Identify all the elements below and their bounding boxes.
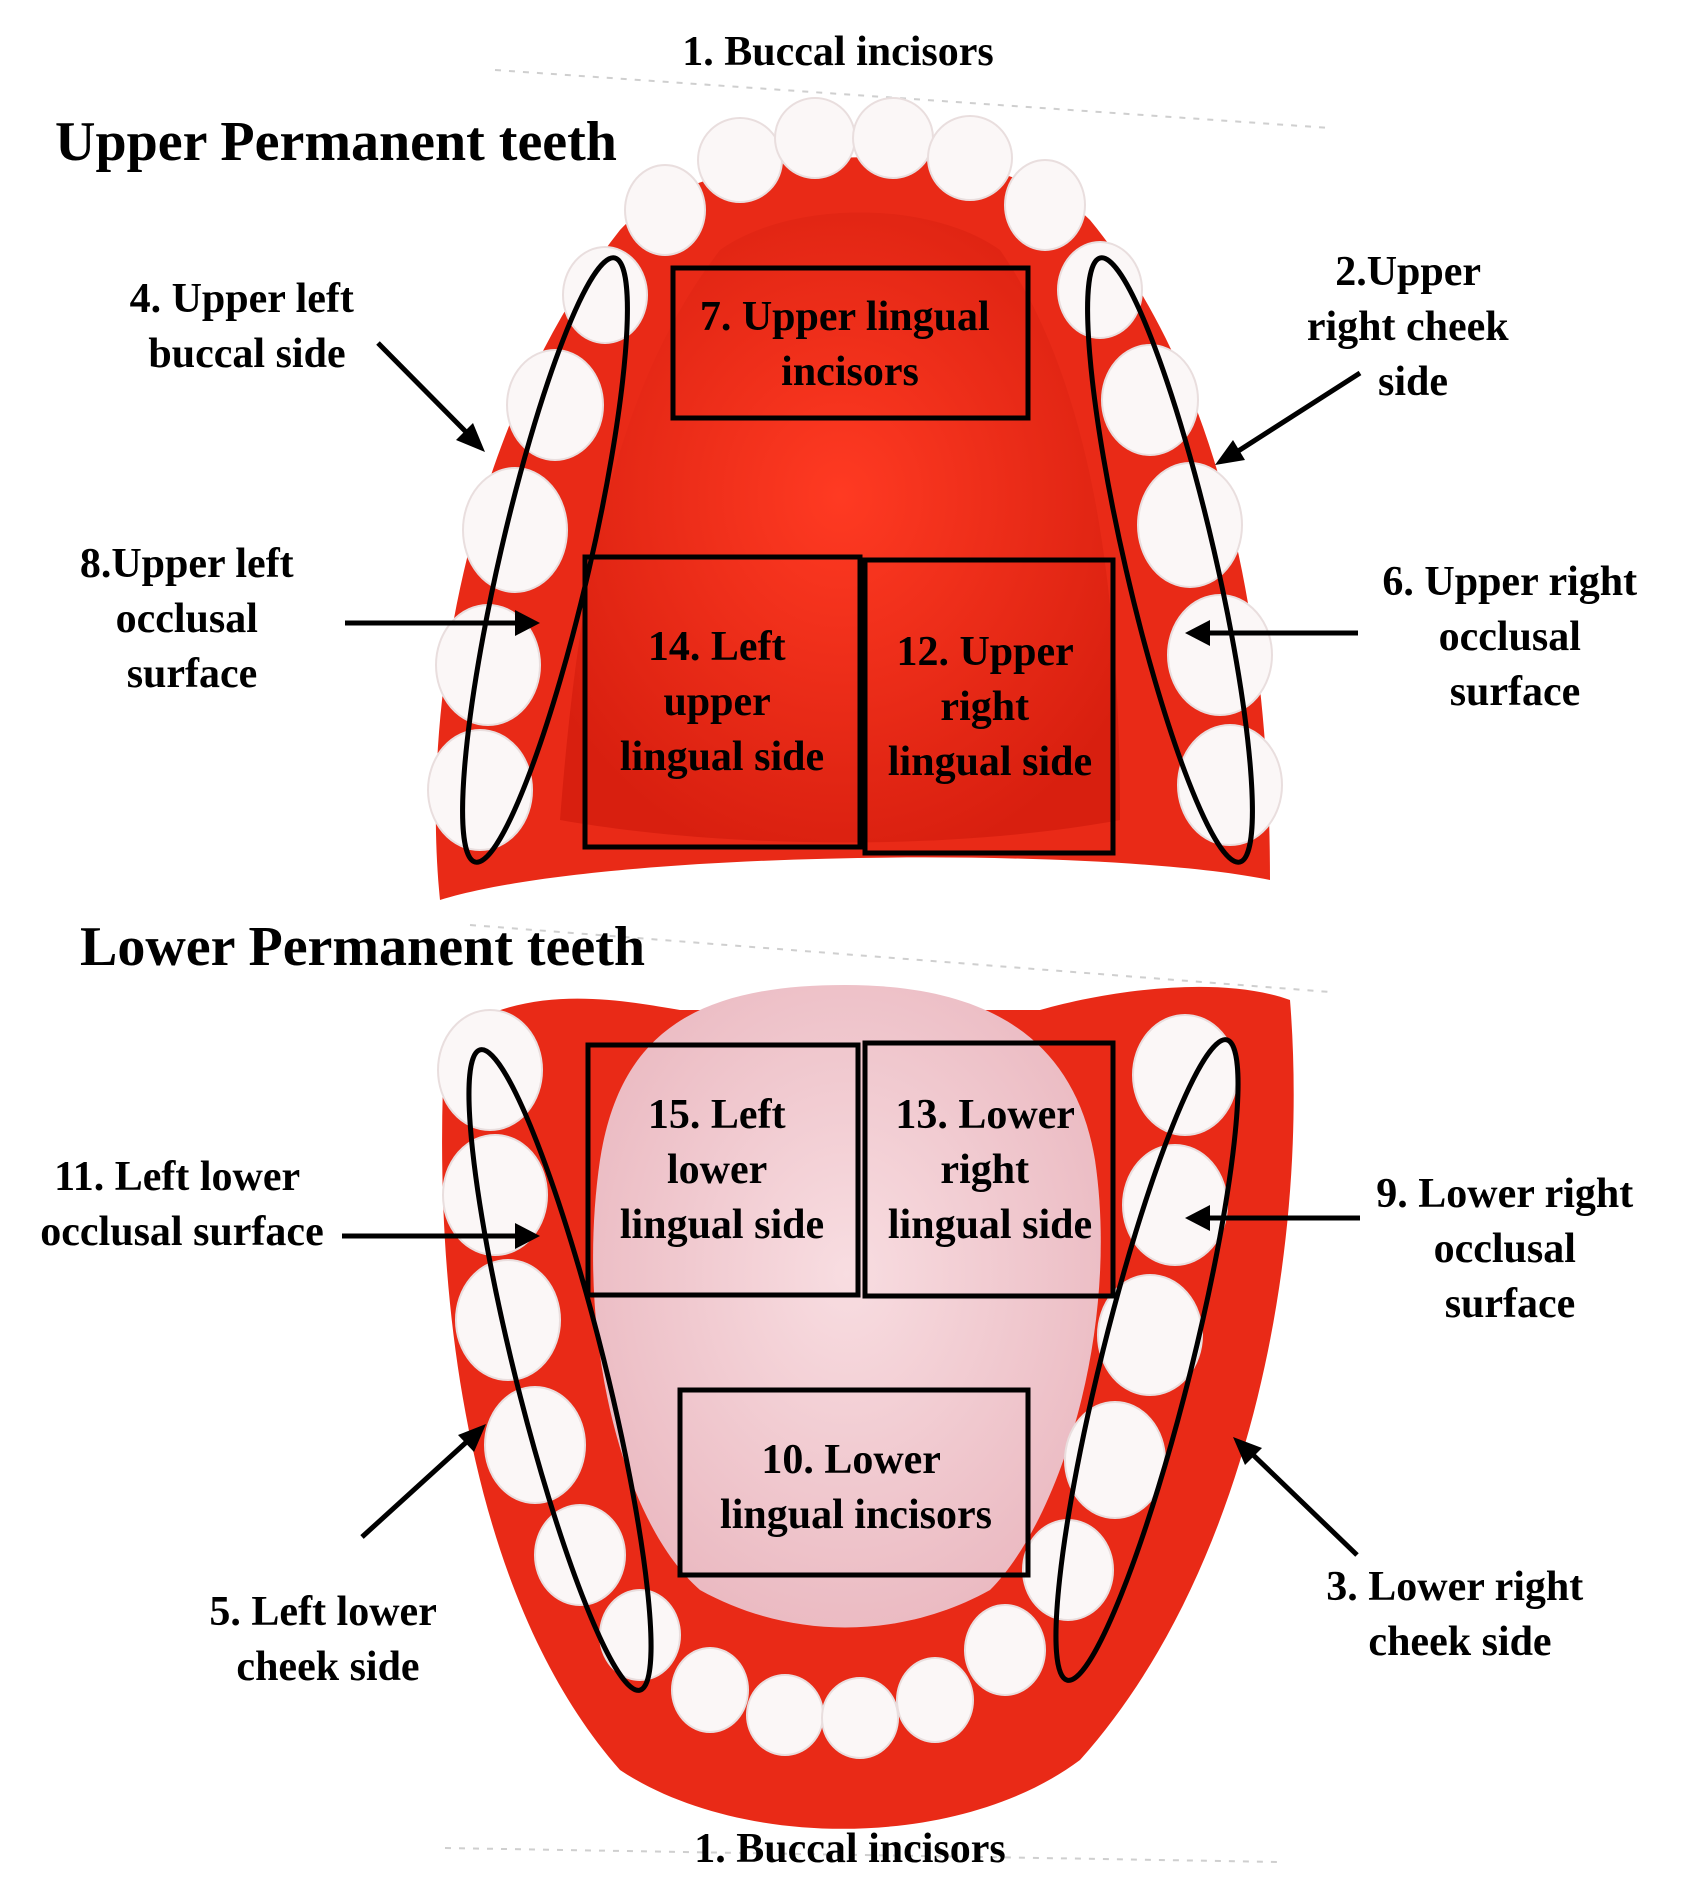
label-upper-right-occlusal: 6. Upper right occlusal surface (1382, 559, 1647, 715)
lower-tooth-8 (746, 1674, 824, 1756)
oval-lower-right-occlusal (1053, 1037, 1241, 1683)
upper-tooth-11 (1004, 159, 1086, 251)
lower-title: Lower Permanent teeth (80, 916, 645, 978)
label-lower-right-occlusal: 9. Lower right occlusal surface (1376, 1171, 1644, 1327)
upper-teeth (427, 97, 1283, 851)
lower-tooth-14 (1097, 1274, 1203, 1396)
lower-teeth (437, 1009, 1238, 1759)
arrowhead-lower-right-occlusal (1185, 1205, 1210, 1231)
arrowhead-upper-right-occlusal (1185, 620, 1210, 646)
upper-title: Upper Permanent teeth (55, 111, 617, 173)
label-lower-right-cheek: 3. Lower right cheek side (1326, 1564, 1594, 1665)
box-lower-right-lingual (862, 1040, 1116, 1299)
label-left-lower-lingual: 15. Left lower lingual side (620, 1092, 824, 1248)
arrowhead-left-lower-cheek (458, 1424, 486, 1452)
arrowhead-lower-right-cheek (1233, 1437, 1262, 1465)
upper-tooth-8 (774, 97, 856, 179)
upper-tooth-7 (697, 117, 783, 203)
box-upper-lingual-incisors (670, 265, 1031, 421)
label-bottom-buccal-incisors: 1. Buccal incisors (694, 1826, 1006, 1872)
arrow-upper-left-buccal (376, 341, 474, 440)
arrow-left-lower-cheek (360, 1435, 474, 1539)
arrow-lower-right-cheek (1246, 1448, 1359, 1557)
upper-tooth-12 (1057, 241, 1143, 339)
upper-palate (560, 212, 1120, 843)
box-left-lower-lingual (585, 1042, 861, 1298)
lower-tooth-12 (1022, 1519, 1114, 1621)
upper-tooth-10 (927, 115, 1013, 201)
upper-tooth-1 (427, 729, 533, 851)
oval-lower-left-occlusal (466, 1047, 654, 1693)
label-lower-right-lingual: 13. Lower right lingual side (888, 1092, 1092, 1248)
arrowhead-upper-left-occlusal (515, 610, 540, 636)
upper-tooth-13 (1101, 344, 1199, 456)
label-lower-lingual-incisors: 10. Lower lingual incisors (720, 1437, 992, 1538)
lower-tooth-16 (1132, 1014, 1238, 1136)
label-left-lower-cheek: 5. Left lower cheek side (209, 1589, 446, 1690)
lower-tooth-11 (964, 1604, 1046, 1696)
lower-tooth-10 (896, 1657, 974, 1743)
arrowhead-left-lower-occlusal (515, 1223, 540, 1249)
label-upper-right-cheek: 2.Upper right cheek side (1307, 249, 1519, 405)
arrowhead-upper-left-buccal (456, 423, 485, 452)
upper-tooth-3 (462, 467, 568, 593)
label-upper-lingual-incisors: 7. Upper lingual incisors (700, 294, 1000, 395)
oval-upper-right-occlusal (1085, 255, 1255, 865)
box-upper-right-lingual (862, 557, 1116, 856)
lower-tooth-2 (442, 1134, 548, 1256)
label-left-upper-lingual: 14. Left upper lingual side (620, 624, 824, 780)
arrowhead-upper-right-cheek (1215, 440, 1245, 465)
lower-tooth-7 (671, 1647, 749, 1733)
lower-tooth-15 (1122, 1144, 1228, 1266)
box-left-upper-lingual (582, 554, 863, 850)
label-left-lower-occlusal: 11. Left lower occlusal surface (40, 1154, 323, 1255)
label-upper-right-lingual: 12. Upper right lingual side (888, 629, 1092, 785)
oval-upper-left-occlusal (460, 255, 630, 865)
upper-tooth-16 (1177, 724, 1283, 846)
tongue (593, 985, 1101, 1628)
upper-jaw-model (427, 97, 1283, 900)
lower-jaw-model (437, 985, 1294, 1829)
label-top-buccal-incisors: 1. Buccal incisors (682, 29, 994, 75)
label-upper-left-buccal: 4. Upper left buccal side (130, 276, 365, 377)
lower-tooth-3 (455, 1259, 561, 1381)
label-upper-left-occlusal: 8.Upper left occlusal surface (80, 541, 304, 697)
lower-tooth-1 (437, 1009, 543, 1131)
arrow-upper-right-cheek (1230, 370, 1362, 458)
box-lower-lingual-incisors (677, 1387, 1031, 1578)
lower-tooth-9 (821, 1677, 899, 1759)
upper-tooth-15 (1167, 594, 1273, 716)
upper-tooth-14 (1137, 462, 1243, 588)
upper-tooth-6 (624, 164, 706, 256)
guide-line-middle (469, 924, 1331, 993)
upper-tooth-9 (852, 97, 934, 179)
